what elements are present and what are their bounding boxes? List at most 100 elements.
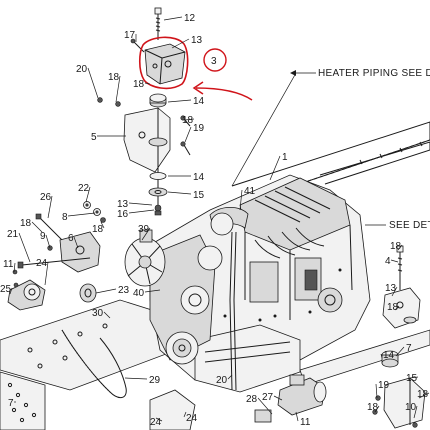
frame-rails bbox=[0, 121, 430, 430]
part-number-label: 27 bbox=[262, 392, 274, 403]
leader-line bbox=[95, 288, 117, 294]
leader-line bbox=[155, 417, 163, 422]
part-number-label: 11 bbox=[3, 259, 14, 270]
leader-line bbox=[167, 191, 192, 195]
part-number-label: 11 bbox=[300, 417, 311, 428]
part-number-label: 26 bbox=[40, 192, 52, 203]
leader-line bbox=[13, 262, 16, 273]
part-number-label: 18 bbox=[182, 115, 194, 126]
engine-block bbox=[149, 174, 371, 393]
leader-line bbox=[128, 209, 155, 214]
part-number-label: 15 bbox=[406, 373, 418, 384]
leader-line bbox=[380, 353, 383, 359]
leader-line bbox=[184, 118, 195, 121]
part-number-label: 13 bbox=[117, 199, 129, 210]
leader-line bbox=[257, 397, 273, 415]
part-number-label: 20 bbox=[216, 375, 228, 386]
part-number-label: 12 bbox=[184, 13, 196, 24]
leader-line bbox=[239, 189, 243, 211]
part-number-label: 18 bbox=[390, 241, 402, 252]
part-number-label: 16 bbox=[117, 209, 129, 220]
leader-line bbox=[167, 99, 192, 103]
part-number-label: 22 bbox=[78, 183, 90, 194]
part-number-label: 18 bbox=[417, 389, 429, 400]
leader-line bbox=[184, 126, 192, 143]
leader-line bbox=[103, 311, 111, 319]
leader-line bbox=[163, 16, 183, 21]
part-number-label: 8 bbox=[62, 212, 68, 223]
leader-line bbox=[128, 202, 153, 206]
part-number-label: 21 bbox=[7, 229, 19, 240]
part-number-label: 7 bbox=[8, 398, 14, 409]
leader-line bbox=[227, 374, 233, 380]
leader-line bbox=[391, 286, 398, 297]
part-number-label: 1 bbox=[282, 152, 288, 163]
leader-line bbox=[144, 289, 161, 293]
leader-line bbox=[85, 186, 91, 203]
leader-line bbox=[394, 305, 400, 311]
callout-badge-circle bbox=[203, 48, 227, 72]
leader-line bbox=[375, 383, 378, 399]
leader-line bbox=[44, 261, 49, 286]
leader-line bbox=[269, 155, 281, 181]
leader-line bbox=[141, 227, 151, 241]
part-number-label: 24 bbox=[150, 417, 162, 428]
cooling-fan bbox=[124, 229, 166, 287]
part-number-label: 41 bbox=[244, 186, 256, 197]
part-number-label: 9 bbox=[40, 231, 46, 242]
callout-notes: HEATER PIPING SEE D SEE DET bbox=[231, 68, 430, 231]
leader-line bbox=[413, 405, 418, 419]
part-number-label: 30 bbox=[92, 308, 104, 319]
part-number-label: 25 bbox=[0, 284, 12, 295]
leader-line bbox=[100, 221, 105, 229]
part-number-label: 18 bbox=[387, 302, 399, 313]
part-number-label: 40 bbox=[133, 288, 145, 299]
highlight-arrow bbox=[195, 87, 253, 101]
leader-line bbox=[374, 405, 380, 413]
leader-line bbox=[390, 259, 399, 263]
part-number-label: 39 bbox=[138, 224, 150, 235]
starter-motor bbox=[149, 374, 327, 430]
leader-line bbox=[115, 75, 121, 103]
part-number-label: 24 bbox=[186, 413, 198, 424]
leader-line bbox=[395, 346, 405, 357]
leader-line bbox=[73, 236, 79, 249]
callout-badge-number: 3 bbox=[211, 56, 217, 67]
leader-line bbox=[418, 392, 430, 399]
part-number-label: 19 bbox=[378, 380, 390, 391]
leader-line bbox=[9, 287, 13, 295]
part-number-label: 10 bbox=[405, 402, 417, 413]
part-number-label: 5 bbox=[91, 132, 97, 143]
part-number-label: 20 bbox=[76, 64, 88, 75]
part-number-label: 14 bbox=[193, 172, 205, 183]
leader-line bbox=[87, 67, 99, 99]
leader-line bbox=[183, 411, 187, 418]
leader-line bbox=[409, 376, 419, 379]
heater-piping-note: HEATER PIPING SEE D bbox=[318, 68, 430, 79]
part-number-label: 6 bbox=[68, 233, 74, 244]
part-number-label: 19 bbox=[193, 123, 205, 134]
part-number-label: 17 bbox=[124, 30, 136, 41]
part-number-label: 4 bbox=[385, 256, 391, 267]
leader-line bbox=[144, 82, 151, 85]
alternator-bracket-group bbox=[7, 201, 106, 311]
see-detail-note: SEE DET bbox=[389, 220, 430, 231]
highlight-annotation: 3 bbox=[138, 36, 253, 101]
leader-line bbox=[31, 221, 43, 233]
leader-line bbox=[47, 195, 53, 219]
part-number-label: 29 bbox=[149, 375, 161, 386]
leader-lines bbox=[9, 16, 430, 422]
leader-line bbox=[45, 234, 51, 249]
part-number-label: 18 bbox=[108, 72, 120, 83]
drive-belt bbox=[61, 329, 127, 398]
part-number-label: 24 bbox=[36, 258, 48, 269]
leader-line bbox=[397, 244, 403, 251]
part-number-label: 28 bbox=[246, 394, 258, 405]
part-number-label: 18 bbox=[92, 224, 104, 235]
part-number-label: 13 bbox=[385, 283, 397, 294]
leader-line bbox=[124, 377, 148, 380]
part-number-label: 14 bbox=[193, 96, 205, 107]
